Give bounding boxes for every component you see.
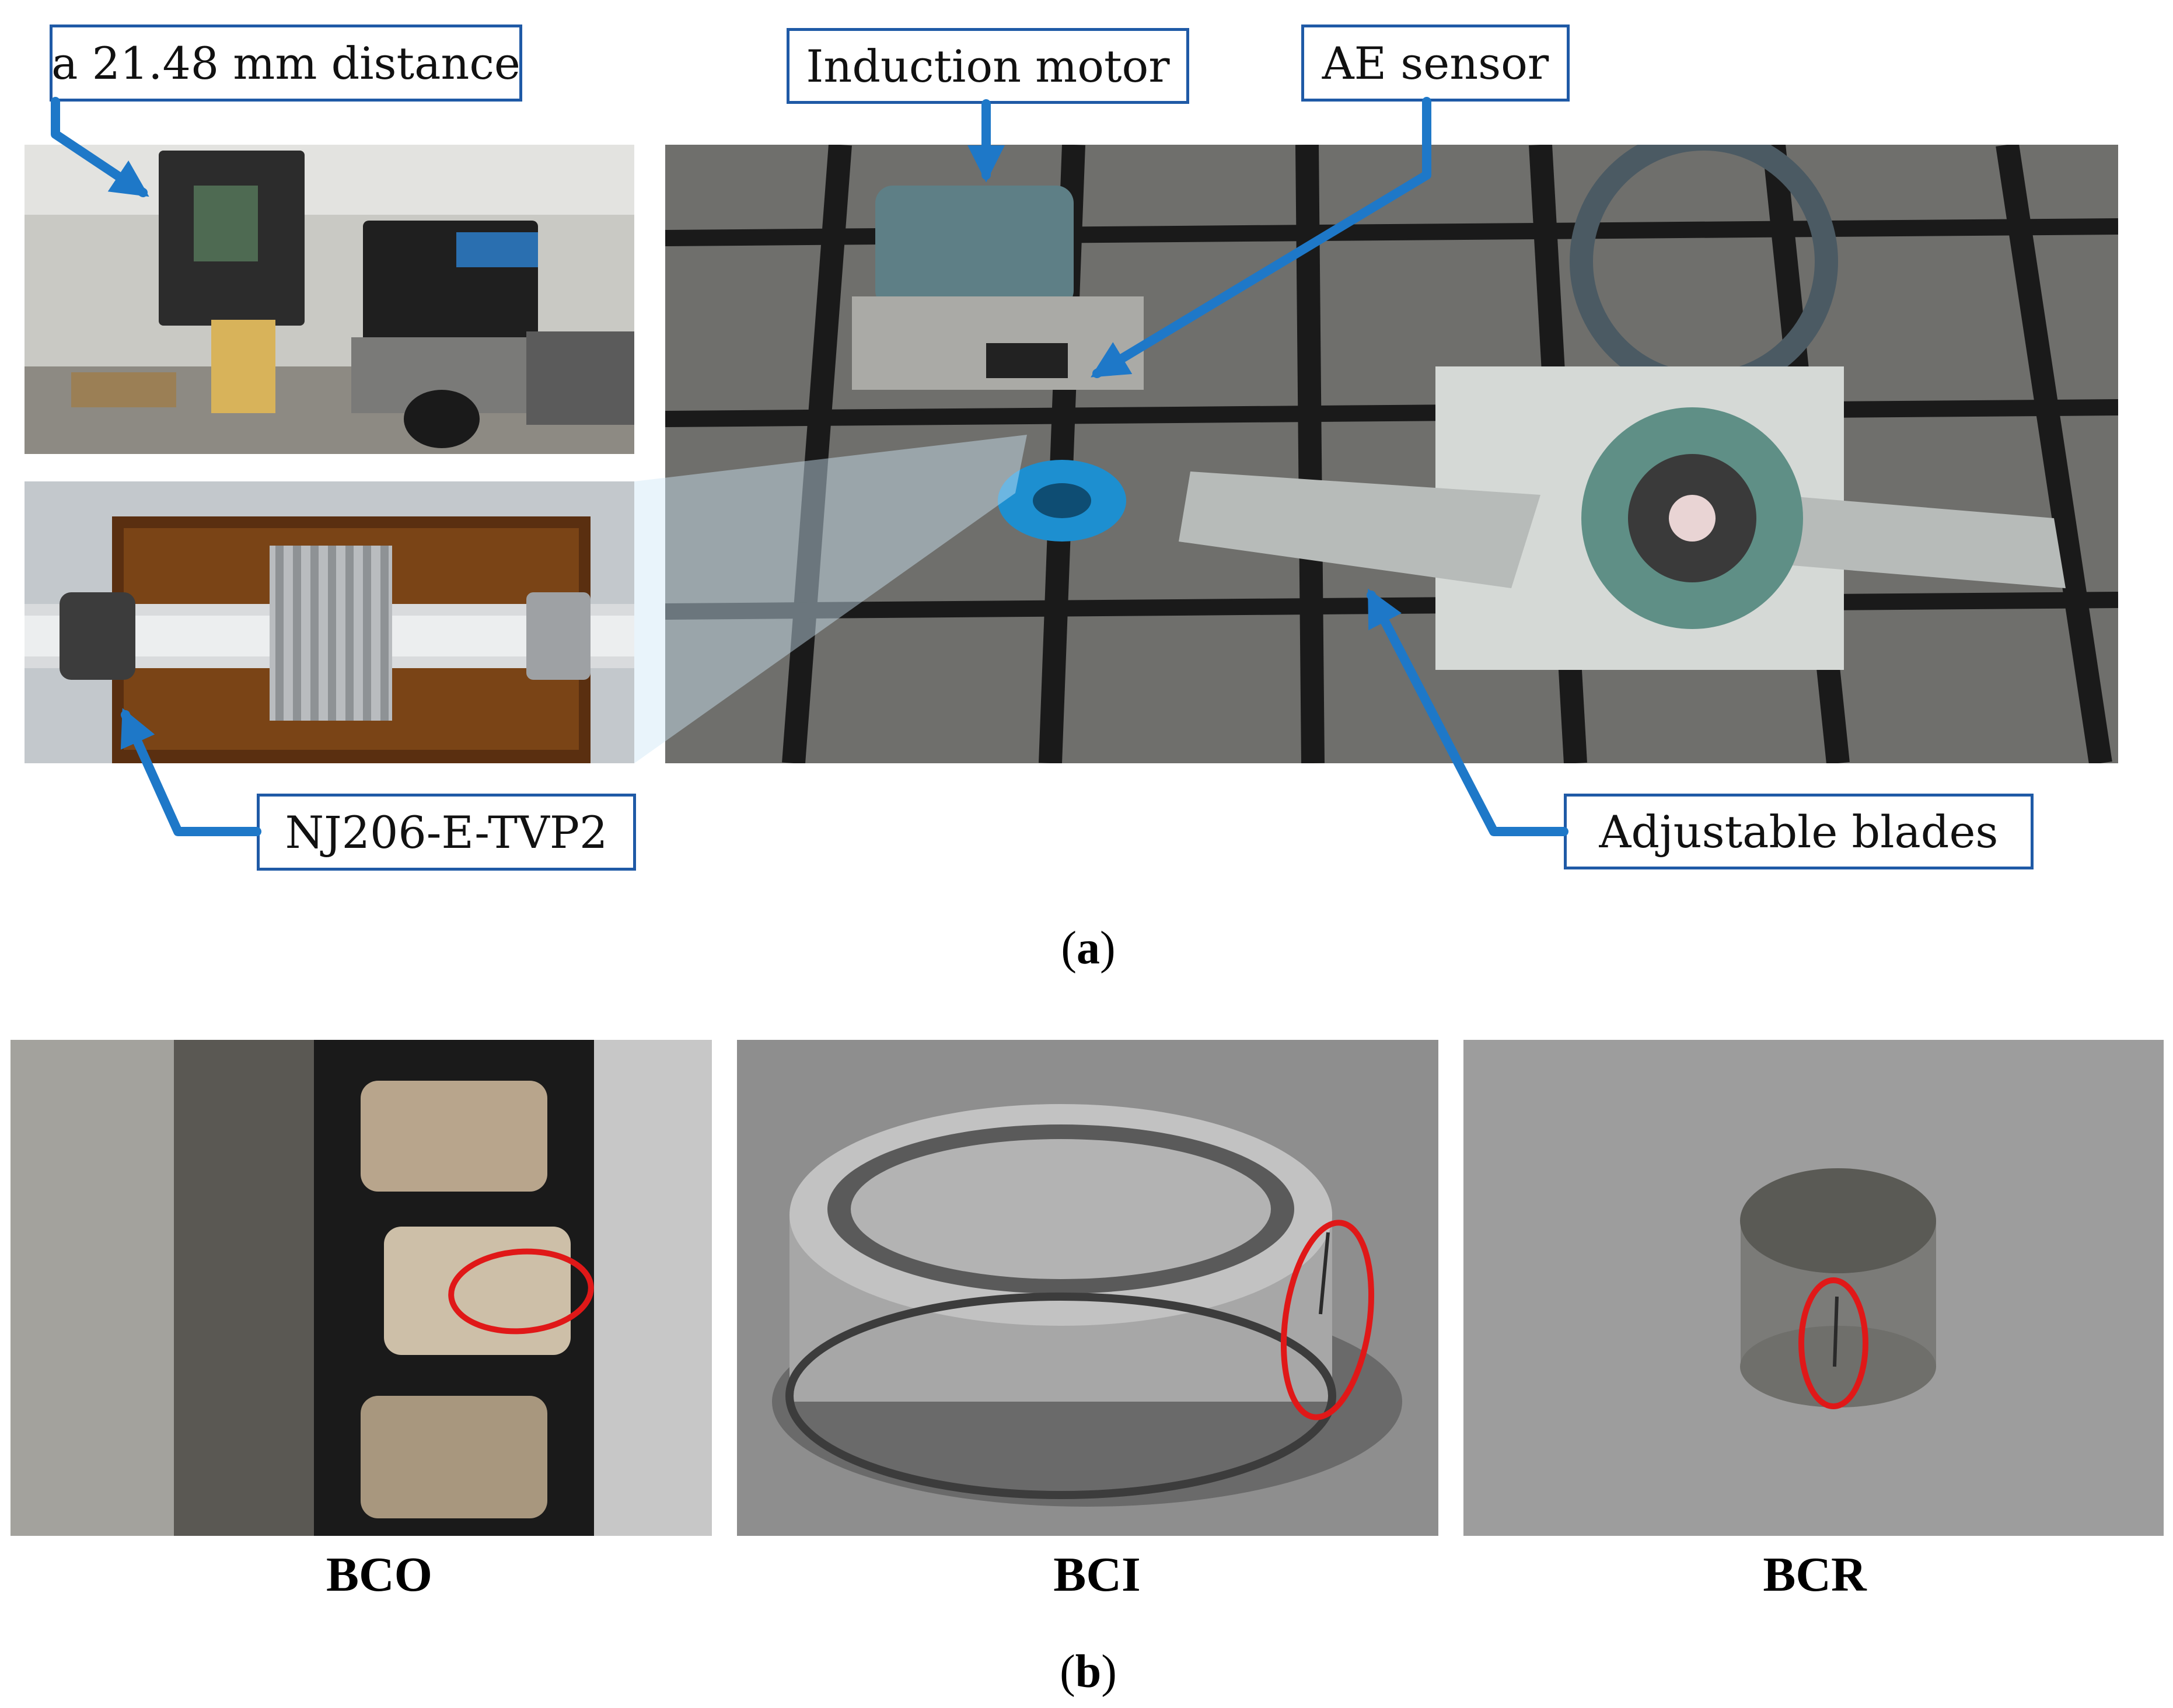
- callout-adjustable-blades: Adjustable blades: [1564, 794, 2034, 869]
- callout-ae-sensor-text: AE sensor: [1322, 37, 1549, 89]
- panel-b-label: (b): [1060, 1646, 1117, 1697]
- callout-bearing-model: NJ206-E-TVP2: [257, 794, 636, 871]
- callout-distance-text: a 21.48 mm distance: [51, 37, 520, 89]
- callout-ae-sensor: AE sensor: [1301, 25, 1570, 102]
- defect-label-bcr: BCR: [1763, 1548, 1867, 1602]
- roller-defect-photo: [1463, 1040, 2164, 1536]
- caliper-measurement-photo: [25, 145, 634, 454]
- outer-race-defect-photo: [11, 1040, 712, 1536]
- test-rig-photo: [665, 145, 2118, 763]
- callout-induction-motor-text: Induction motor: [806, 40, 1170, 92]
- defect-label-bci: BCI: [1053, 1548, 1141, 1602]
- gear-shaft-photo: [25, 481, 634, 763]
- inner-race-defect-photo: [737, 1040, 1438, 1536]
- defect-label-bco: BCO: [326, 1548, 433, 1602]
- callout-adjustable-blades-text: Adjustable blades: [1599, 805, 1999, 858]
- callout-bearing-model-text: NJ206-E-TVP2: [285, 806, 608, 858]
- panel-a-label: (a): [1061, 923, 1116, 974]
- callout-distance: a 21.48 mm distance: [50, 25, 522, 102]
- callout-induction-motor: Induction motor: [787, 28, 1189, 104]
